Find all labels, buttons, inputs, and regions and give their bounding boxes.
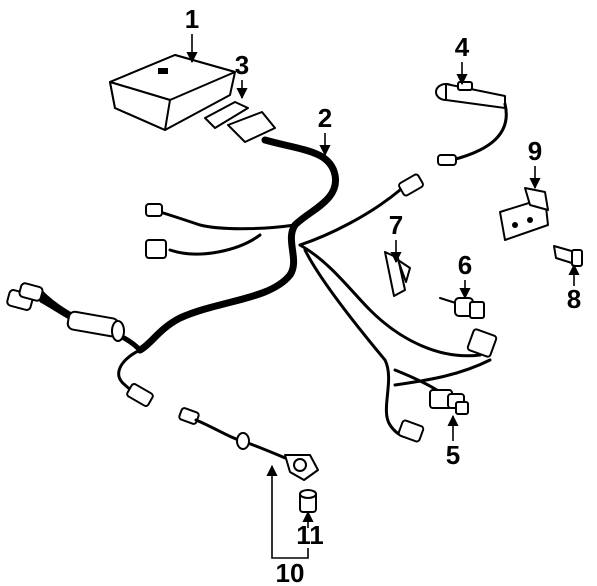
callout-4: 4 (455, 32, 470, 62)
callout-5: 5 (446, 440, 460, 470)
mounting-bracket (384, 251, 411, 297)
release-switch (439, 297, 485, 319)
callout-8: 8 (567, 284, 581, 314)
leader-lines (186, 34, 580, 559)
callout-labels: 1 3 2 4 9 7 6 8 5 11 10 (185, 4, 581, 586)
cruise-control-switch (435, 81, 508, 166)
callout-11: 11 (296, 520, 324, 550)
callout-1: 1 (185, 4, 199, 34)
callout-3: 3 (235, 50, 249, 80)
switch-bracket (499, 187, 549, 241)
control-module (109, 54, 236, 131)
vacuum-valve (429, 389, 469, 415)
sensor-gear (299, 489, 317, 513)
callout-6: 6 (458, 250, 472, 280)
callout-9: 9 (528, 136, 542, 166)
callout-7: 7 (389, 210, 403, 240)
callout-10: 10 (276, 558, 305, 586)
harness-connector (204, 101, 276, 143)
callout-2: 2 (318, 103, 332, 133)
brake-switch (553, 245, 583, 267)
module-label (158, 68, 168, 74)
wiring-harness (6, 136, 498, 443)
speed-sensor-lead (178, 407, 319, 481)
